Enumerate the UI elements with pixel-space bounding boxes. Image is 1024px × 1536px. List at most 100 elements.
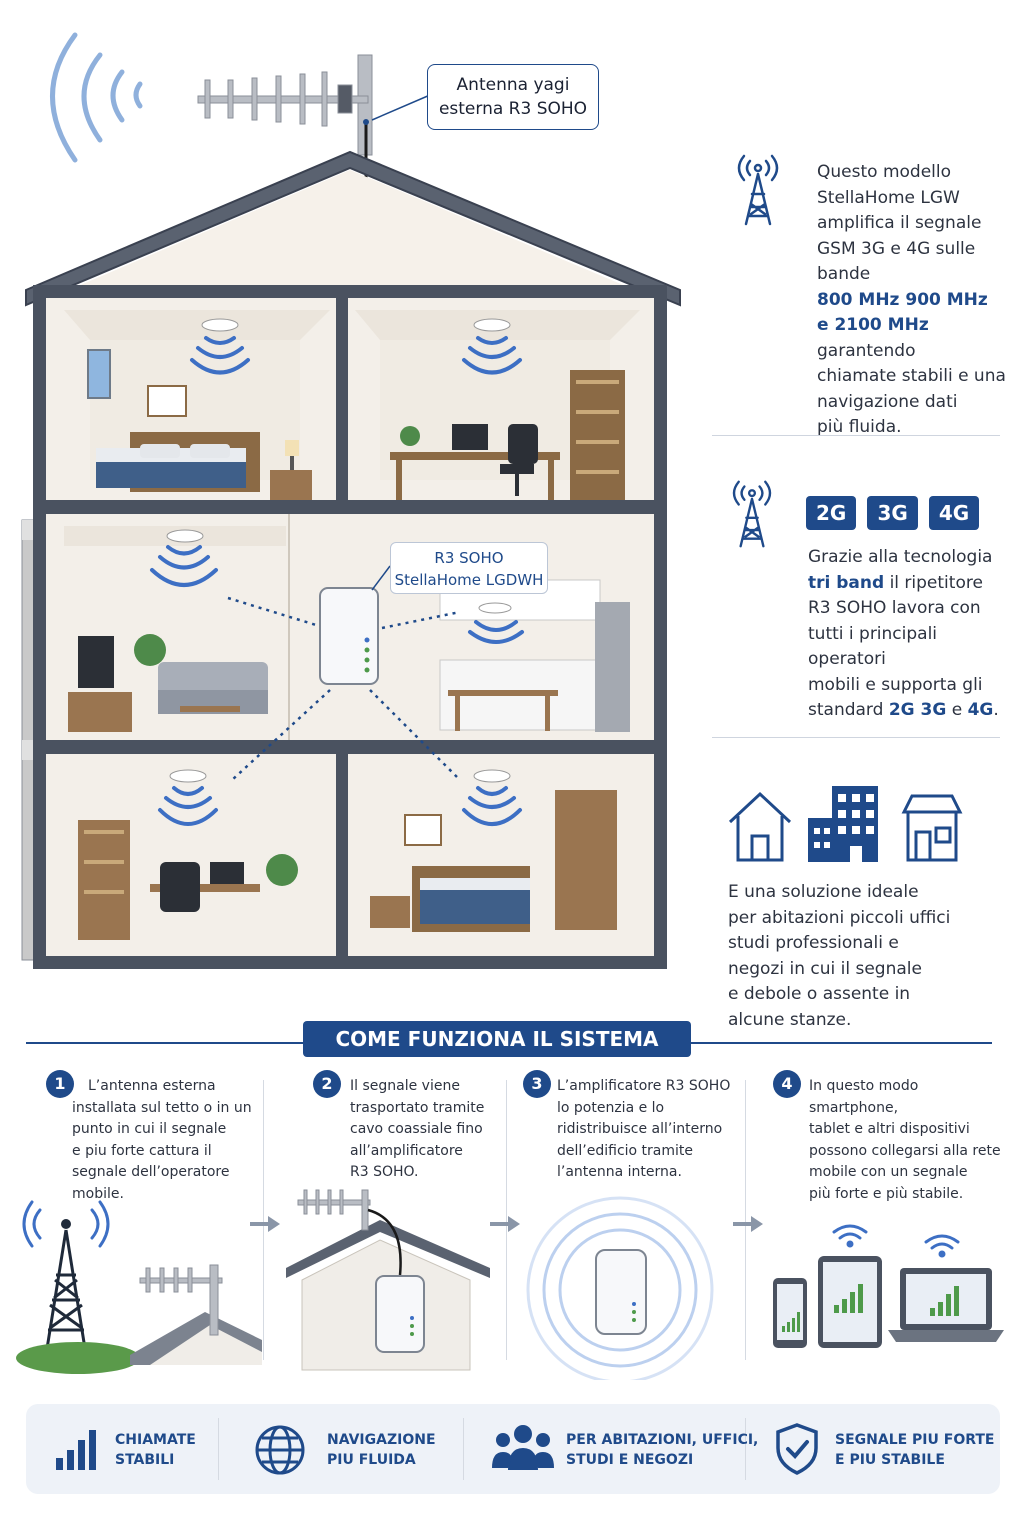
house-icon	[728, 791, 792, 862]
step-number-1: 1	[46, 1070, 74, 1098]
info2-hl: 2G 3G	[888, 700, 947, 720]
info-block-2: Grazie alla tecnologia tri band il ripet…	[808, 545, 1013, 724]
info1-line: navigazione dati	[817, 391, 958, 412]
wifi-icon	[832, 1224, 960, 1258]
step-illustrations	[16, 1189, 1004, 1380]
info2-hl: 4G	[967, 700, 994, 720]
step-4-text: In questo modo smartphone, tablet e altr…	[809, 1076, 1009, 1205]
step-line: punto in cui il segnale	[72, 1121, 227, 1137]
step-line: all’amplificatore	[350, 1142, 463, 1159]
feature-line: PIU FLUIDA	[327, 1452, 416, 1468]
feature-line: STABILI	[115, 1452, 175, 1468]
features-bar	[26, 1404, 1000, 1494]
divider	[263, 1080, 264, 1360]
building-icons	[728, 786, 963, 862]
arrow-right-icon	[490, 1216, 520, 1232]
step-1-text: L’antenna esterna installata sul tetto o…	[72, 1076, 262, 1205]
step-line: lo potenzia e lo	[557, 1099, 665, 1116]
yagi-antenna-icon	[197, 54, 373, 156]
divider	[218, 1418, 219, 1480]
info1-line: chiamate stabili e una	[817, 366, 1006, 386]
arrow-right-icon	[250, 1216, 280, 1232]
step-line: mobile.	[72, 1185, 124, 1202]
smartphone-icon	[773, 1278, 807, 1348]
info1-line: più fluida.	[817, 417, 902, 437]
step-number-2: 2	[313, 1070, 341, 1098]
section-title: COME FUNZIONA IL SISTEMA	[303, 1021, 691, 1057]
feature-4-label: SEGNALE PIU FORTE E PIU STABILE	[835, 1430, 995, 1470]
feature-line: E PIU STABILE	[835, 1452, 945, 1468]
badge-4g: 4G	[928, 496, 980, 530]
step-line: In questo modo smartphone,	[809, 1078, 919, 1116]
repeater-device	[319, 587, 379, 685]
antenna-callout: Antenna yagi esterna R3 SOHO	[427, 64, 599, 130]
device-callout: R3 SOHO StellaHome LGDWH	[390, 542, 548, 594]
step-line: segnale dell’operatore	[72, 1164, 230, 1180]
divider	[506, 1080, 507, 1360]
info2-line: tutti i principali operatori	[808, 623, 938, 670]
feature-3-label: PER ABITAZIONI, UFFICI, STUDI E NEGOZI	[566, 1430, 758, 1470]
step-line: e piu forte cattura il	[72, 1142, 212, 1159]
info1-line: GSM 3G e 4G sulle bande	[817, 238, 976, 285]
broadcast-waves-icon	[50, 32, 143, 163]
shop-icon	[901, 794, 963, 862]
tablet-icon	[818, 1256, 882, 1348]
info2-line: standard 2G 3G e 4G.	[808, 698, 1013, 724]
info1-bands-rest: garantendo	[817, 340, 916, 361]
antenna-callout-line2: esterna R3 SOHO	[438, 99, 588, 119]
step-line: L’amplificatore R3 SOHO	[557, 1078, 731, 1094]
step-line: R3 SOHO.	[350, 1164, 419, 1180]
feature-line: SEGNALE PIU FORTE	[835, 1432, 995, 1448]
info1-line: Questo modello	[817, 162, 951, 182]
info1-line: amplifica il segnale	[817, 213, 982, 233]
info1-bands-2: e 2100 MHz garantendo	[817, 313, 1017, 364]
step-line: dell’edificio tramite	[557, 1142, 693, 1159]
arrow-right-icon	[733, 1216, 763, 1232]
step-2-text: Il segnale viene trasportato tramite cav…	[350, 1076, 500, 1184]
info2-line: tri band il ripetitore	[808, 571, 1013, 597]
cell-tower-icon	[737, 154, 779, 226]
feature-1-label: CHIAMATE STABILI	[115, 1430, 196, 1470]
info2-rest: il ripetitore	[884, 572, 983, 593]
info2-line: mobili e supporta gli	[808, 674, 983, 695]
info3-line: studi professionali e	[728, 933, 899, 953]
info2-text: e	[946, 700, 968, 720]
step-3-text: L’amplificatore R3 SOHO lo potenzia e lo…	[557, 1076, 737, 1184]
divider	[463, 1418, 464, 1480]
info3-line: negozi in cui il segnale	[728, 958, 922, 979]
info3-line: E una soluzione ideale	[728, 882, 919, 902]
feature-line: NAVIGAZIONE	[327, 1432, 436, 1448]
step-line: installata sul tetto o in un	[72, 1099, 252, 1116]
badge-2g: 2G	[806, 496, 857, 530]
house-illustration	[21, 32, 681, 969]
signal-bars-icon	[56, 1430, 96, 1470]
badge-3g: 3G	[867, 496, 918, 530]
divider	[745, 1080, 746, 1360]
device-callout-line2: StellaHome LGDWH	[394, 571, 544, 589]
step-line: Il segnale viene	[350, 1078, 460, 1094]
step-line: trasportato tramite	[350, 1099, 485, 1116]
office-building-icon	[808, 786, 878, 862]
step-line: più forte e più stabile.	[809, 1185, 964, 1202]
divider	[712, 435, 1000, 436]
step-line: mobile con un segnale	[809, 1164, 968, 1180]
shield-check-icon	[776, 1423, 818, 1475]
step-line: L’antenna esterna	[88, 1078, 216, 1094]
laptop-icon	[888, 1268, 1004, 1342]
divider	[712, 737, 1000, 738]
step-line: possono collegarsi alla rete	[809, 1142, 1001, 1159]
info2-text: .	[993, 700, 999, 720]
device-callout-line1: R3 SOHO	[434, 549, 504, 567]
feature-2-label: NAVIGAZIONE PIU FLUIDA	[327, 1430, 436, 1470]
step-line: tablet e altri dispositivi	[809, 1121, 970, 1137]
info1-bands-hl: e 2100 MHz	[817, 315, 929, 335]
step-line: ridistribuisce all’interno	[557, 1121, 723, 1137]
info2-line: Grazie alla tecnologia	[808, 547, 993, 567]
step-number-4: 4	[773, 1070, 801, 1098]
info2-hl: tri band	[808, 572, 885, 593]
info-block-3: E una soluzione ideale per abitazioni pi…	[728, 880, 968, 1033]
info-block-1: Questo modello StellaHome LGW amplifica …	[817, 160, 1017, 441]
cell-tower-icon	[44, 1229, 88, 1356]
feature-line: PER ABITAZIONI, UFFICI,	[566, 1432, 759, 1448]
info1-line: StellaHome LGW	[817, 187, 960, 208]
